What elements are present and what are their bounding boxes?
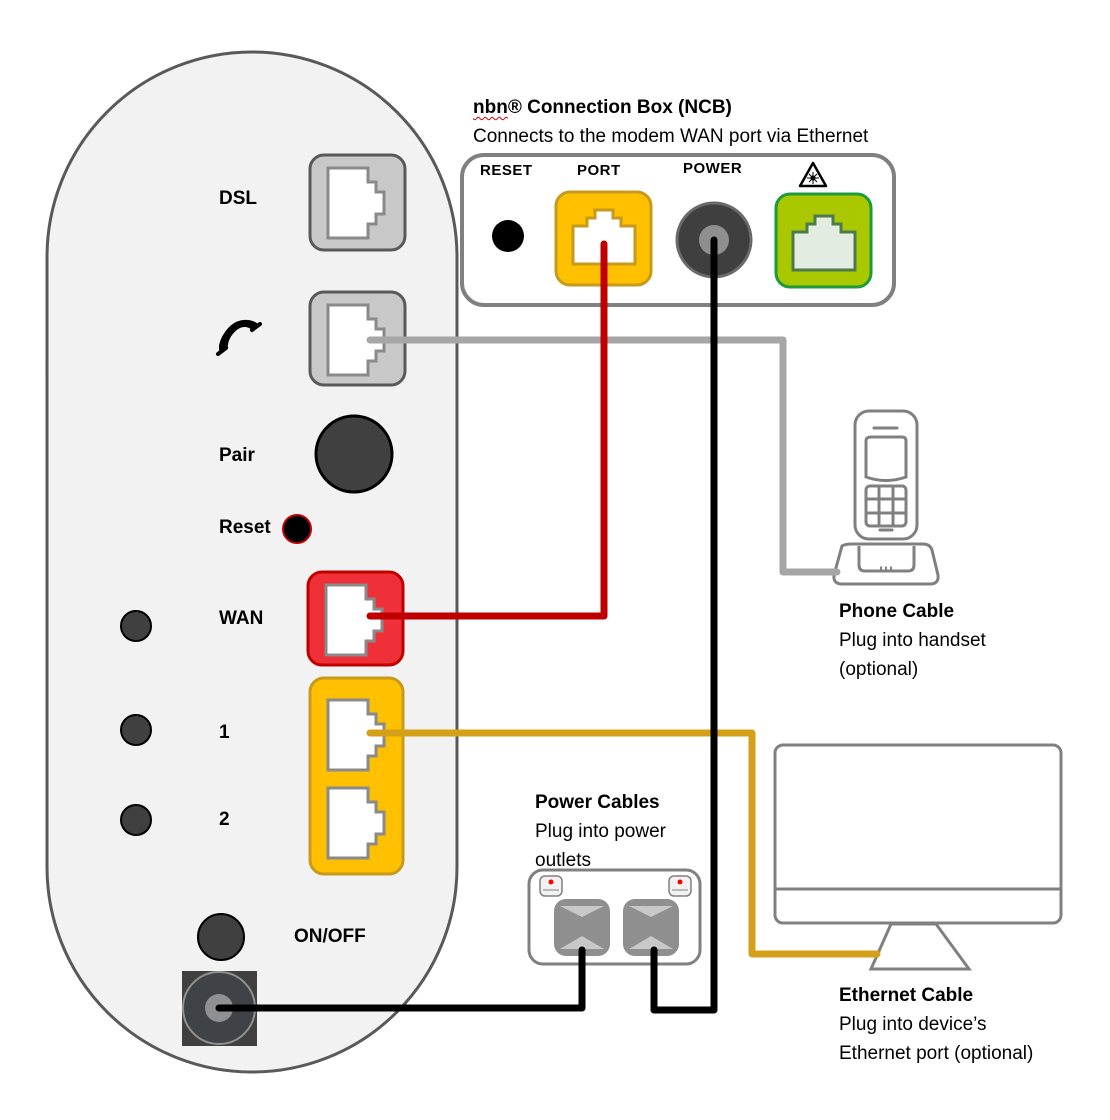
- reset-label: Reset: [219, 517, 271, 538]
- power-switch-right: [668, 875, 692, 897]
- dsl-port[interactable]: [308, 153, 407, 252]
- power-cables-caption: Power Cables Plug into power outlets: [535, 792, 666, 871]
- modem-power-cable: [215, 946, 586, 1012]
- ncb-reset-label: RESET: [480, 162, 533, 179]
- lan2-led: [120, 804, 152, 836]
- laser-warning-icon: [798, 161, 828, 188]
- phone-icon: [214, 314, 262, 363]
- ethernet-cable: [366, 729, 881, 958]
- lan1-label: 1: [219, 722, 230, 743]
- modem-reset-button[interactable]: [282, 514, 312, 544]
- lan-ports[interactable]: [308, 676, 405, 876]
- ethernet-cable-caption: Ethernet Cable Plug into device’s Ethern…: [839, 985, 1034, 1064]
- power-outlet-1[interactable]: [554, 899, 610, 956]
- onoff-label: ON/OFF: [294, 926, 366, 947]
- desktop-monitor-icon: [773, 743, 1063, 971]
- phone-cable-caption: Phone Cable Plug into handset (optional): [839, 601, 986, 680]
- pair-button[interactable]: [314, 414, 394, 494]
- pair-label: Pair: [219, 445, 255, 466]
- ncb-power-cable: [650, 236, 718, 1014]
- ncb-port-label: PORT: [577, 162, 621, 179]
- power-switch-left: [539, 875, 563, 897]
- ncb-power-label: POWER: [683, 160, 743, 177]
- phone-cable: [366, 336, 841, 576]
- power-outlet-2[interactable]: [623, 899, 679, 956]
- ncb-subtitle: Connects to the modem WAN port via Ether…: [473, 126, 869, 147]
- wan-led: [120, 610, 152, 642]
- ncb-fibre-port[interactable]: [774, 192, 873, 289]
- power-board: [527, 868, 702, 966]
- onoff-button[interactable]: [197, 913, 245, 961]
- wan-label: WAN: [219, 608, 264, 629]
- lan1-led: [120, 714, 152, 746]
- ncb-title: nbn® Connection Box (NCB): [473, 97, 732, 118]
- ncb-reset-button[interactable]: [492, 220, 524, 252]
- cordless-phone-icon: [832, 409, 940, 586]
- lan2-label: 2: [219, 809, 230, 830]
- dsl-label: DSL: [219, 188, 257, 209]
- wan-cable: [366, 240, 608, 620]
- ncb-heading: nbn® Connection Box (NCB) Connects to th…: [473, 93, 868, 151]
